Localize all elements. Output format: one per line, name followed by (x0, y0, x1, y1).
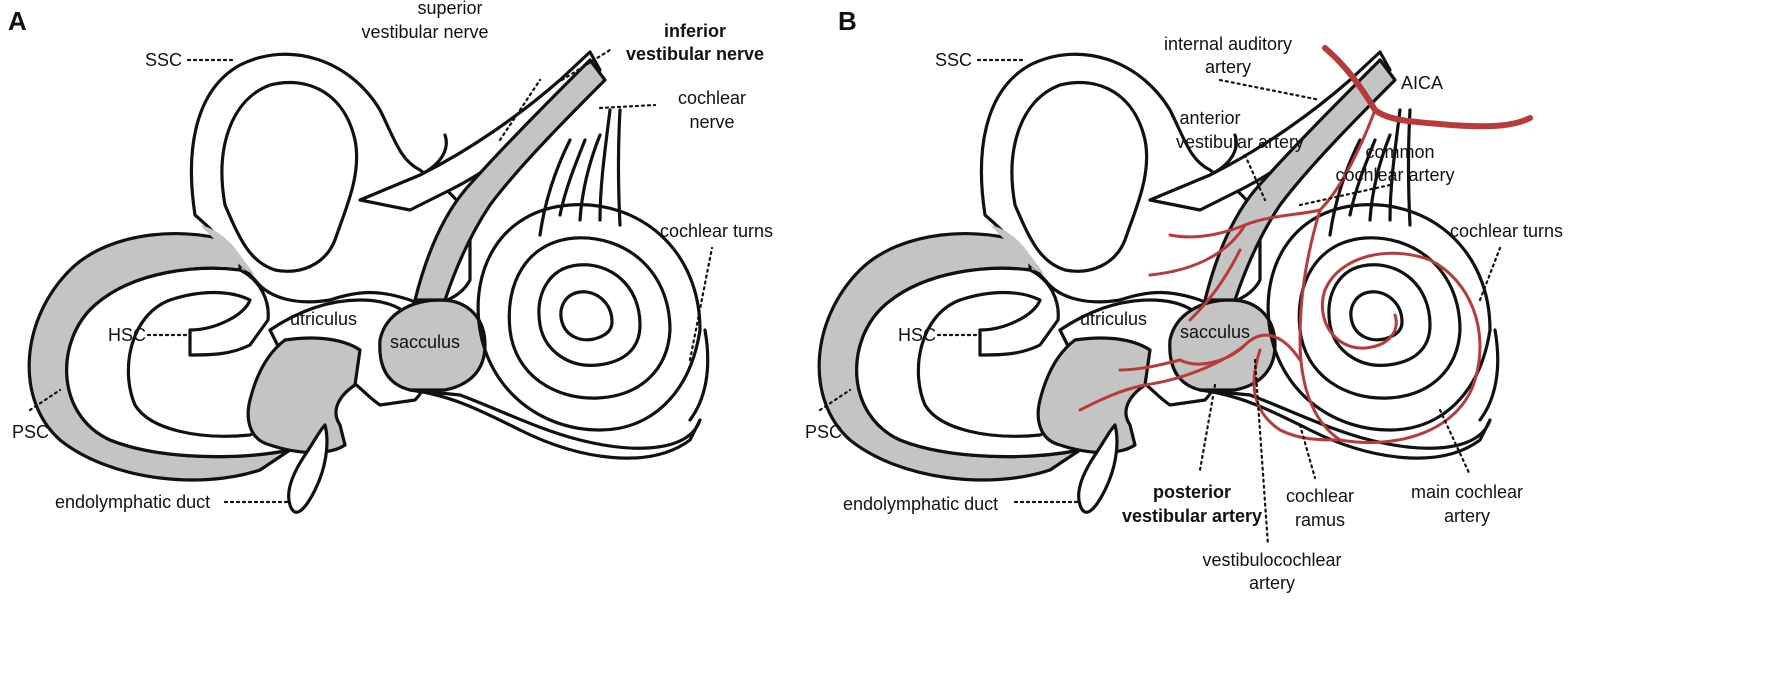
leader-superior (498, 78, 542, 142)
label-b-psc: PSC (805, 422, 842, 442)
label-endolymphatic-duct: endolymphatic duct (55, 492, 210, 512)
panel-a-labyrinth (27, 50, 710, 514)
panel-a-letter: A (8, 6, 27, 36)
label-cochlear-ramus-line2: ramus (1295, 510, 1345, 530)
label-main-cochlear-line2: artery (1444, 506, 1490, 526)
leader-psc (28, 388, 62, 412)
label-inferior-line2: vestibular nerve (626, 44, 764, 64)
label-utriculus: utriculus (290, 309, 357, 329)
artery-aica (1372, 107, 1533, 130)
label-b-endolymphatic-duct: endolymphatic duct (843, 494, 998, 514)
leader-internal-auditory (1218, 78, 1322, 102)
panel-b-letter: B (838, 6, 857, 36)
artery-cochlear-ramus (1252, 348, 1342, 442)
label-aica: AICA (1401, 73, 1443, 93)
leader-b-psc (818, 388, 852, 412)
leader-inferior (560, 48, 612, 82)
label-ssc: SSC (145, 50, 182, 70)
leader-b-cochlear-turns (1478, 246, 1502, 302)
artery-anterior-branch-1 (1148, 223, 1247, 277)
label-hsc: HSC (108, 325, 146, 345)
artery-main-cochlear (1320, 251, 1482, 444)
artery-anterior-branch-2 (1188, 248, 1242, 322)
label-inferior-line1: inferior (664, 21, 726, 41)
leader-vestibulocochlear (1253, 358, 1270, 547)
label-b-ssc: SSC (935, 50, 972, 70)
artery-common-cochlear (1298, 208, 1342, 442)
label-b-cochlear-turns: cochlear turns (1450, 221, 1563, 241)
label-vestibulocochlear-line2: artery (1249, 573, 1295, 593)
label-main-cochlear-line1: main cochlear (1411, 482, 1523, 502)
label-cochlear-nerve-line2: nerve (689, 112, 734, 132)
label-vestibulocochlear-line1: vestibulocochlear (1202, 550, 1341, 570)
label-anterior-vestibular-line2: vestibular artery (1176, 132, 1304, 152)
label-common-cochlear-line1: common (1365, 142, 1434, 162)
label-b-sacculus: sacculus (1180, 322, 1250, 342)
panel-b: B SSC HSC P (805, 6, 1563, 593)
label-cochlear-ramus-line1: cochlear (1286, 486, 1354, 506)
label-posterior-vestibular-line1: posterior (1153, 482, 1231, 502)
leader-posterior-vestibular (1198, 383, 1217, 472)
label-anterior-vestibular-line1: anterior (1179, 108, 1240, 128)
artery-posterior-branch (1118, 358, 1182, 372)
label-posterior-vestibular-line2: vestibular artery (1122, 506, 1262, 526)
label-b-hsc: HSC (898, 325, 936, 345)
leader-main-cochlear (1438, 408, 1472, 477)
leader-cochlear-nerve (598, 103, 657, 110)
leader-anterior-vestibular (1243, 153, 1267, 202)
label-superior-line1: superior (417, 0, 482, 18)
leader-cochlear-turns (688, 246, 714, 362)
leader-common-cochlear (1298, 183, 1392, 207)
artery-network (1078, 45, 1533, 444)
artery-posterior-vestibular (1078, 343, 1247, 412)
label-superior-line2: vestibular nerve (361, 22, 488, 42)
label-cochlear-nerve-line1: cochlear (678, 88, 746, 108)
label-psc: PSC (12, 422, 49, 442)
panel-a: A SSC HSC PSC utriculus sacculus endolym… (8, 0, 773, 514)
label-common-cochlear-line2: cochlear artery (1335, 165, 1454, 185)
label-internal-auditory-line2: artery (1205, 57, 1251, 77)
label-b-utriculus: utriculus (1080, 309, 1147, 329)
artery-internal-auditory (1318, 108, 1377, 212)
label-internal-auditory-line1: internal auditory (1164, 34, 1292, 54)
label-cochlear-turns: cochlear turns (660, 221, 773, 241)
label-sacculus: sacculus (390, 332, 460, 352)
artery-aica-upper (1322, 45, 1378, 113)
